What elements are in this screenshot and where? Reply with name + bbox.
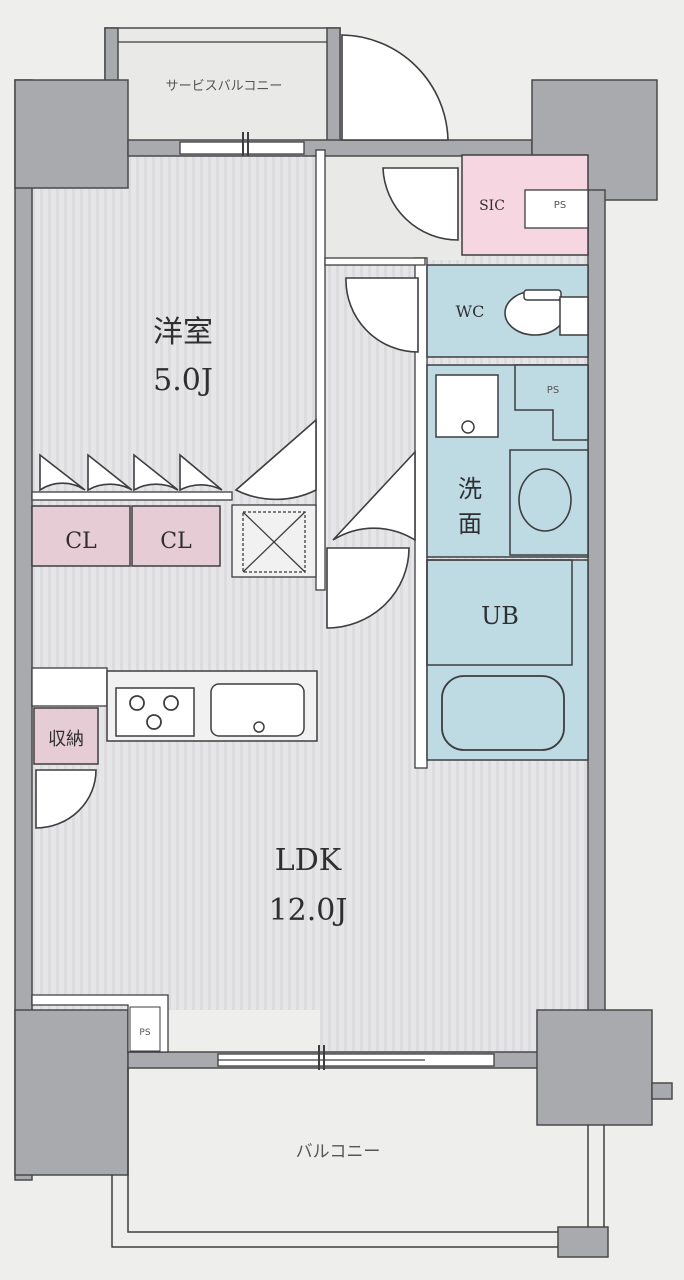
sic-label: SIC (479, 198, 505, 214)
closet-1[interactable] (31, 505, 131, 567)
balcony-window (217, 1045, 495, 1070)
bath-door[interactable] (326, 547, 410, 629)
western-room-floor (32, 150, 320, 1010)
ps-mid (514, 364, 589, 441)
wc-label: WC (456, 302, 485, 321)
storage-label: 収納 (48, 729, 84, 750)
storage[interactable] (33, 707, 99, 765)
ldk-size: 12.0J (269, 893, 348, 928)
balcony: バルコニー (111, 1068, 605, 1248)
ps-bottom-label: PS (139, 1028, 150, 1038)
bathtub-icon (441, 675, 565, 751)
toilet-icon (504, 289, 589, 336)
top-window (179, 132, 305, 156)
ps-mid-label: PS (547, 385, 559, 396)
washer-space (231, 504, 317, 578)
wc-door[interactable] (345, 277, 419, 353)
storage-door[interactable] (35, 769, 97, 829)
interior-walls (31, 149, 428, 769)
entrance-door[interactable] (341, 34, 449, 141)
ps-top-label: PS (554, 200, 566, 211)
unit-bath-label: UB (481, 602, 519, 630)
service-balcony-label: サービスバルコニー (166, 79, 283, 94)
washroom-label-2: 面 (458, 510, 482, 538)
sink-icon (210, 683, 305, 737)
closet-2-label: CL (160, 529, 192, 554)
closet-2[interactable] (131, 505, 221, 567)
western-room-door[interactable] (234, 418, 317, 501)
balcony-label: バルコニー (296, 1142, 381, 1162)
service-balcony: サービスバルコニー (104, 27, 341, 151)
western-room-size: 5.0J (153, 363, 213, 398)
basin-icon (518, 468, 572, 532)
washroom-label-1: 洗 (458, 475, 482, 503)
closet-2-doors[interactable] (133, 453, 223, 492)
drain-icon (461, 420, 475, 434)
ps-bottom (129, 1006, 161, 1052)
ldk-label: LDK (275, 843, 342, 878)
closet-1-doors[interactable] (39, 453, 133, 492)
closet-1-label: CL (65, 529, 97, 554)
ps-top (524, 189, 589, 229)
western-room-label: 洋室 (153, 315, 213, 350)
kitchen-counter (31, 667, 318, 742)
washroom-door[interactable] (332, 449, 416, 542)
sic-door[interactable] (382, 167, 459, 241)
